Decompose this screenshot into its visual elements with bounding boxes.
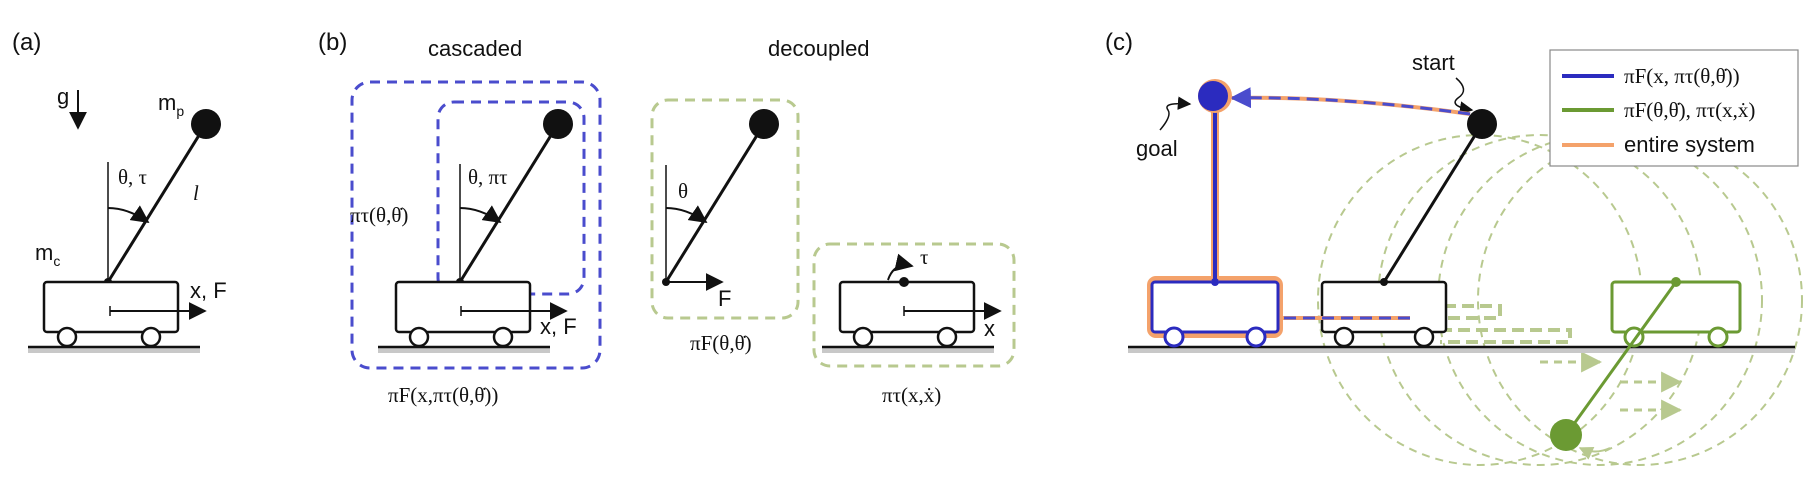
decoupled-result-cart-body — [1610, 280, 1742, 334]
goal-pointer — [1159, 96, 1192, 131]
decoupled-result-pole-mass — [1550, 419, 1582, 451]
x-label: x — [984, 316, 995, 341]
gravity-label: g — [57, 84, 69, 109]
goal-label: goal — [1136, 136, 1178, 161]
decoupled-result-wheel-right — [1707, 326, 1729, 348]
decoupled-wheel-left — [852, 326, 874, 348]
decoupled-title: decoupled — [768, 36, 870, 61]
goal-cart-body — [1150, 280, 1280, 334]
decoupled-pole-rod — [664, 123, 766, 283]
cart-body — [42, 280, 180, 334]
cascaded-angle-label: θ, πτ — [468, 165, 508, 189]
legend-item-cascaded: πF(x, πτ(θ,θ̇)) — [1624, 64, 1740, 88]
start-cart-wheel-left — [1333, 326, 1355, 348]
cart-wheel-right — [140, 326, 162, 348]
decoupled-wheel-right — [936, 326, 958, 348]
pole-rod — [106, 123, 208, 283]
goal-cart-wheel-left — [1163, 326, 1185, 348]
F-label: F — [718, 286, 731, 311]
cascaded-cart-body — [394, 280, 532, 334]
cascaded-angle-arrow — [459, 205, 502, 224]
start-pole-mass — [1467, 109, 1497, 139]
tau-label: τ — [920, 245, 928, 269]
cascaded-wheel-left — [408, 326, 430, 348]
cart-mass-label: mc — [35, 240, 60, 269]
cascaded-outer-box — [350, 80, 602, 370]
pole-mass — [191, 109, 221, 139]
start-pivot — [1380, 278, 1388, 286]
goal-pivot — [1211, 278, 1219, 286]
cascaded-force-label: x, F — [540, 314, 577, 339]
panel-c-label: (c) — [1105, 29, 1133, 56]
panel-b: (b) cascaded decoupled θ, πτ πτ(θ,θ̇) x,… — [318, 29, 1016, 407]
torque-arrow — [887, 253, 914, 281]
cascaded-swing-path — [1229, 87, 1471, 116]
start-pointer — [1454, 77, 1474, 115]
pole-policy-label: πF(θ,θ̇) — [690, 331, 752, 355]
cascaded-pole-mass — [543, 109, 573, 139]
start-cart-wheel-right — [1413, 326, 1435, 348]
cascaded-pole-rod — [458, 123, 560, 283]
goal-cart-wheel-right — [1245, 326, 1267, 348]
inner-policy-label: πτ(θ,θ̇) — [350, 203, 408, 227]
decoupled-result-pivot — [1671, 277, 1681, 287]
cart-policy-label: πτ(x,ẋ) — [882, 383, 941, 407]
angle-torque-label: θ, τ — [118, 165, 147, 189]
decoupled-torque-joint — [899, 277, 909, 287]
start-pole-rod — [1382, 123, 1484, 283]
cart-wheel-left — [56, 326, 78, 348]
panel-a-label: (a) — [12, 29, 41, 56]
start-cart-body — [1320, 280, 1448, 334]
decoupled-angle-arrow — [665, 205, 708, 224]
theta-label: θ — [678, 179, 688, 203]
panel-a: (a) g mp mc θ, τ l x, F — [12, 29, 227, 353]
ghost-cart-path-2 — [1440, 328, 1572, 344]
panel-c: (c) start — [1105, 29, 1803, 466]
decoupled-pole-box — [650, 98, 800, 320]
goal-pole-mass — [1198, 81, 1228, 111]
cascaded-title: cascaded — [428, 36, 522, 61]
pole-mass-label: mp — [158, 90, 184, 119]
panel-b-label: (b) — [318, 29, 347, 56]
angle-arc-arrow — [107, 205, 150, 224]
force-label: x, F — [190, 278, 227, 303]
start-label: start — [1412, 50, 1455, 75]
cascaded-wheel-right — [492, 326, 514, 348]
ghost-swing-arrow — [1578, 446, 1611, 460]
decoupled-cart-box — [812, 242, 1016, 368]
legend-item-decoupled: πF(θ,θ̇), πτ(x,ẋ) — [1624, 98, 1755, 122]
legend-item-entire-system: entire system — [1624, 132, 1755, 157]
decoupled-result-pole-rod — [1564, 281, 1678, 436]
decoupled-cart-body — [838, 280, 976, 334]
outer-policy-label: πF(x,πτ(θ,θ̇)) — [388, 383, 498, 407]
decoupled-pole-mass — [749, 109, 779, 139]
length-label: l — [193, 181, 199, 205]
legend: πF(x, πτ(θ,θ̇)) πF(θ,θ̇), πτ(x,ẋ) entire… — [1549, 49, 1799, 167]
